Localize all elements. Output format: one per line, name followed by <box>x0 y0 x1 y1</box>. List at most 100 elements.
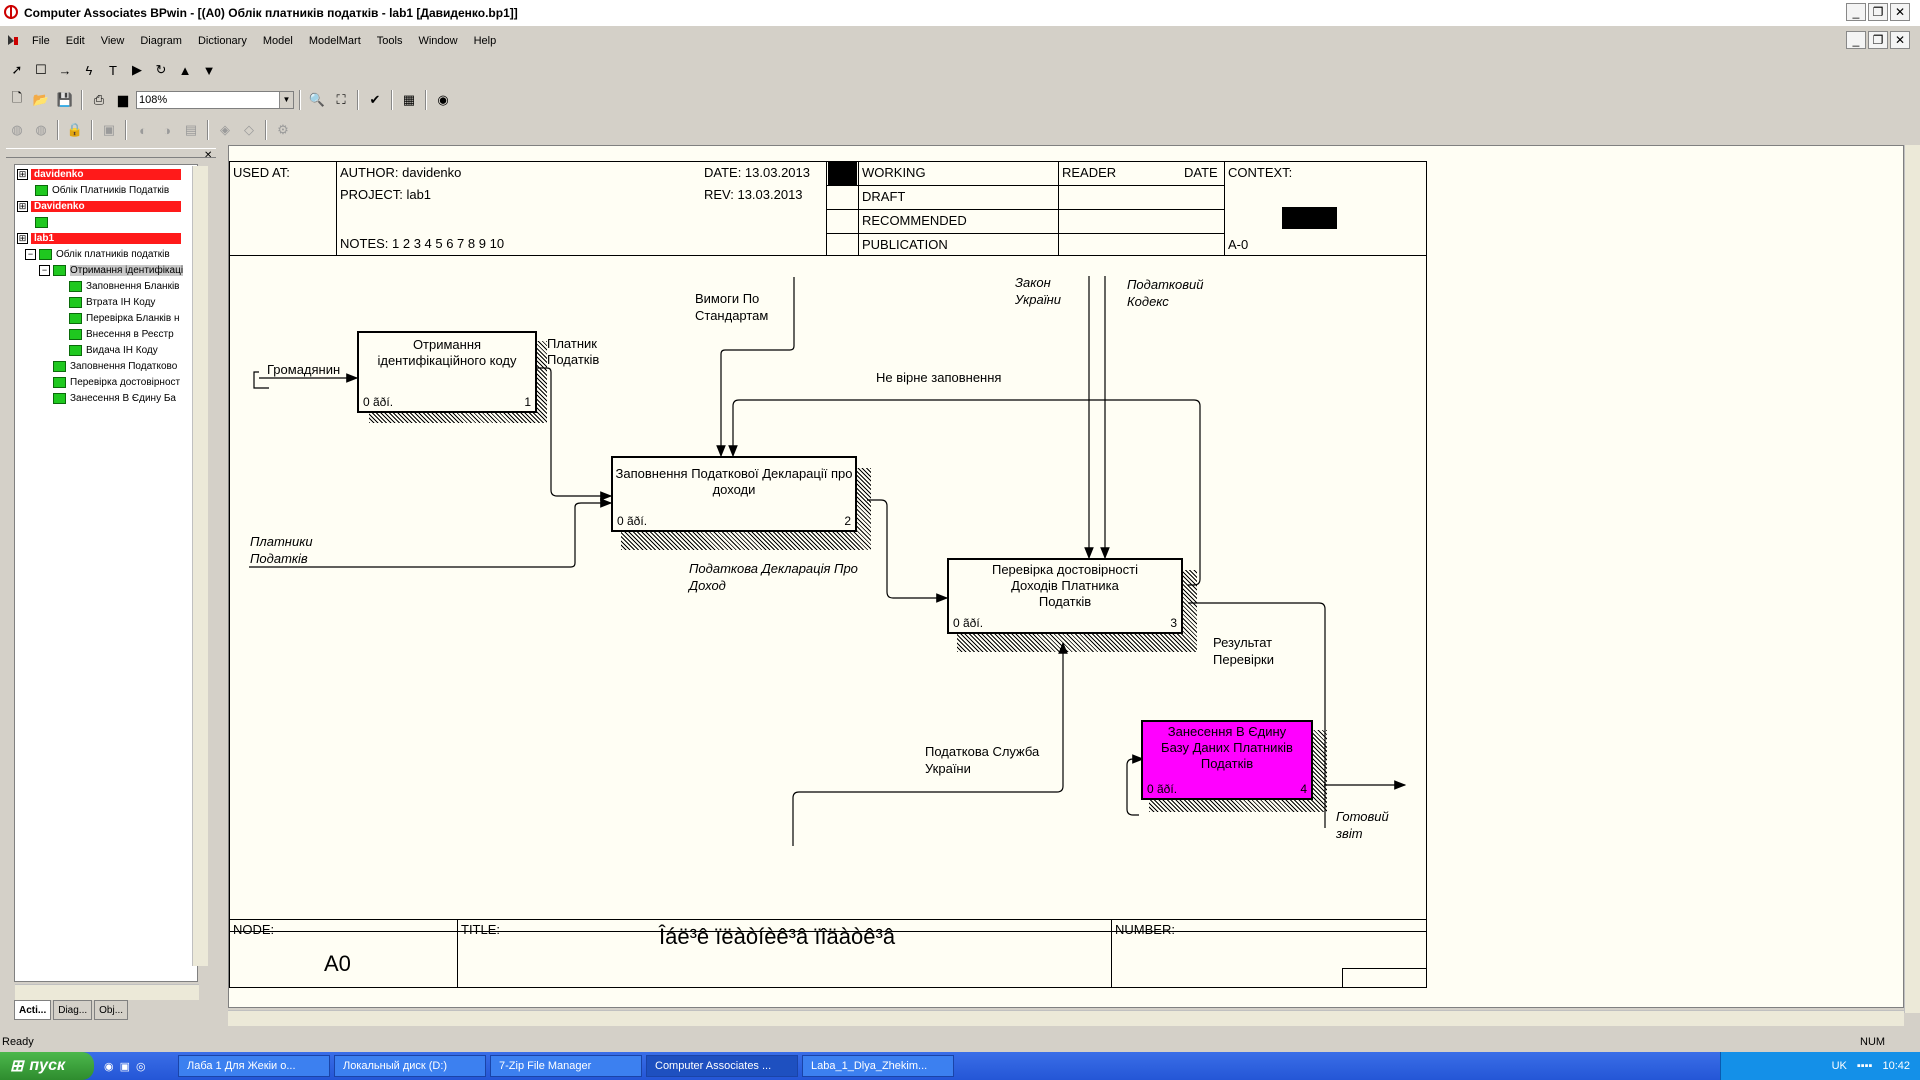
menu-file[interactable]: File <box>32 35 50 47</box>
start-button[interactable]: ⊞ пуск <box>0 1052 94 1080</box>
menu-tools[interactable]: Tools <box>376 35 403 47</box>
canvas-vertical-scrollbar[interactable] <box>1904 145 1920 1013</box>
language-indicator[interactable]: UK <box>1831 1060 1847 1072</box>
activity-box-tool-icon[interactable]: ☐ <box>35 62 47 77</box>
task-word[interactable]: Laba_1_Dlya_Zhekim... <box>802 1055 954 1077</box>
tree-node-activity[interactable]: Перевірка достовірност <box>53 375 180 389</box>
menu-help[interactable]: Help <box>473 35 497 47</box>
draft-label: DRAFT <box>862 189 906 204</box>
task-7zip[interactable]: 7-Zip File Manager <box>490 1055 642 1077</box>
tree-node-activity[interactable]: Втрата ІН Коду <box>69 295 155 309</box>
print-icon[interactable]: ⎙ <box>93 92 105 107</box>
tree-vertical-scrollbar[interactable] <box>192 166 208 966</box>
menu-model[interactable]: Model <box>262 35 293 47</box>
canvas-horizontal-scrollbar[interactable] <box>228 1010 1904 1026</box>
tree-node-activity[interactable]: Заповнення Податково <box>53 359 177 373</box>
mm-disconnect-icon[interactable]: ◍ <box>35 122 47 137</box>
mm-table-icon[interactable]: ▤ <box>184 122 198 137</box>
tree-node-activity[interactable]: Облік Платників Податків <box>35 183 169 197</box>
diagram-navigate-icon[interactable]: ▶ <box>132 62 142 77</box>
activity-tree[interactable]: ⊞davidenko Облік Платників Податків ⊞Dav… <box>14 164 198 982</box>
zoom-select[interactable]: 108% ▼ <box>136 91 294 109</box>
go-down-icon[interactable]: ▼ <box>202 62 216 78</box>
project-label: PROJECT: lab1 <box>340 187 432 202</box>
open-folder-icon[interactable]: 📂 <box>32 92 50 107</box>
tree-node-activity[interactable]: −Облік платників податків <box>25 247 170 261</box>
pointer-tool-icon[interactable]: ➚ <box>11 62 23 77</box>
tree-node-activity[interactable] <box>35 215 52 229</box>
tree-node-activity[interactable]: Внесення в Реєстр <box>69 327 174 341</box>
label-platnyk: Платник Податків <box>547 336 600 367</box>
rotate-icon[interactable]: ↻ <box>155 62 167 77</box>
menu-window[interactable]: Window <box>418 35 458 47</box>
text-tool-icon[interactable]: T <box>109 62 117 78</box>
mm-lock-icon[interactable]: 🔒 <box>66 122 84 137</box>
tray-icons[interactable]: ▪▪▪▪ <box>1856 1060 1873 1072</box>
tree-node-model[interactable]: ⊞Davidenko <box>17 199 181 213</box>
doc-close-button[interactable]: ✕ <box>1890 31 1910 49</box>
activity-box-1[interactable]: Отримання ідентифікаційного коду 0 ãðí. … <box>357 331 537 413</box>
collapse-icon[interactable]: − <box>39 264 50 276</box>
diagram-canvas[interactable]: USED AT: AUTHOR: davidenko PROJECT: lab1… <box>228 145 1904 1008</box>
zoom-fit-icon[interactable]: ⛶ <box>336 92 346 107</box>
document-menu-icon[interactable] <box>6 33 20 47</box>
spell-check-icon[interactable]: ✔ <box>369 92 381 107</box>
mm-merge-icon[interactable]: ◑ <box>163 122 171 138</box>
maximize-button[interactable]: ❐ <box>1868 3 1888 21</box>
activity-box-4[interactable]: Занесення В Єдину Базу Даних Платників П… <box>1141 720 1313 800</box>
panel-close-icon[interactable]: ✕ <box>204 150 213 161</box>
task-chrome[interactable]: Лаба 1 Для Жекіи о... <box>178 1055 330 1077</box>
mm-save-icon[interactable]: ◐ <box>139 122 147 138</box>
tree-node-activity[interactable]: Видача ІН Коду <box>69 343 158 357</box>
mm-compare-icon[interactable]: ◈ <box>220 122 230 137</box>
chrome-icon[interactable]: ◎ <box>136 1060 146 1073</box>
tab-objects[interactable]: Obj... <box>94 1000 129 1020</box>
tree-node-model[interactable]: ⊞davidenko <box>17 167 181 181</box>
diagram-arrows[interactable] <box>229 146 1429 846</box>
arrow-tool-icon[interactable]: → <box>58 62 72 78</box>
activity-box-2[interactable]: Заповнення Податкової Декларації про дох… <box>611 456 857 532</box>
number-label: NUMBER: <box>1115 922 1175 937</box>
modelmart-toolbar: ◍ ◍ 🔒 ▣ ◐ ◑ ▤ ◈ ◇ ⚙ <box>6 116 294 144</box>
task-explorer[interactable]: Локальный диск (D:) <box>334 1055 486 1077</box>
squiggle-tool-icon[interactable]: ϟ <box>85 62 93 78</box>
minimize-button[interactable]: _ <box>1846 3 1866 21</box>
chevron-down-icon[interactable]: ▼ <box>279 92 293 108</box>
mm-version-icon[interactable]: ◇ <box>244 122 254 137</box>
tree-node-model[interactable]: ⊞lab1 <box>17 231 181 245</box>
tree-node-activity[interactable]: Заповнення Бланків <box>69 279 180 293</box>
tree-node-activity[interactable]: −Отримання ідентифікаці <box>39 263 184 277</box>
doc-restore-button[interactable]: ❐ <box>1868 31 1888 49</box>
chrome-icon[interactable]: ◉ <box>104 1060 114 1073</box>
menu-bar: File Edit View Diagram Dictionary Model … <box>0 28 1920 54</box>
tree-node-activity[interactable]: Перевірка Бланків н <box>69 311 179 325</box>
zoom-in-icon[interactable]: 🔍 <box>308 92 326 107</box>
close-button[interactable]: ✕ <box>1890 3 1910 21</box>
activity-box-3[interactable]: Перевірка достовірності Доходів Платника… <box>947 558 1183 634</box>
modelmart-icon[interactable]: ◉ <box>437 92 449 107</box>
menu-dictionary[interactable]: Dictionary <box>197 35 247 47</box>
mm-connect-icon[interactable]: ◍ <box>11 122 23 137</box>
tree-node-activity[interactable]: Занесення В Єдину Ба <box>53 391 176 405</box>
new-file-icon[interactable]: 🗋 <box>11 90 23 105</box>
tab-diagrams[interactable]: Diag... <box>53 1000 93 1020</box>
model-explorer-icon[interactable]: ▦ <box>402 92 416 107</box>
toolbar-separator <box>81 90 83 110</box>
save-icon[interactable]: 💾 <box>56 92 74 107</box>
task-bpwin[interactable]: Computer Associates ... <box>646 1055 798 1077</box>
save-icon[interactable]: ▣ <box>119 1060 131 1073</box>
mm-settings-icon[interactable]: ⚙ <box>277 122 289 137</box>
arrow-box1-to-box2 <box>536 367 613 501</box>
doc-minimize-button[interactable]: _ <box>1846 31 1866 49</box>
tree-horizontal-scrollbar[interactable] <box>15 984 199 1000</box>
menu-diagram[interactable]: Diagram <box>140 35 182 47</box>
go-up-icon[interactable]: ▲ <box>178 62 192 78</box>
collapse-icon[interactable]: − <box>25 248 36 260</box>
menu-modelmart[interactable]: ModelMart <box>308 35 361 47</box>
menu-view[interactable]: View <box>100 35 125 47</box>
menu-edit[interactable]: Edit <box>65 35 85 47</box>
mm-open-icon[interactable]: ▣ <box>102 122 116 137</box>
panel-grip[interactable] <box>6 148 216 158</box>
tab-activities[interactable]: Acti... <box>14 1000 52 1020</box>
color-palette-icon[interactable]: ▆ <box>118 92 128 107</box>
